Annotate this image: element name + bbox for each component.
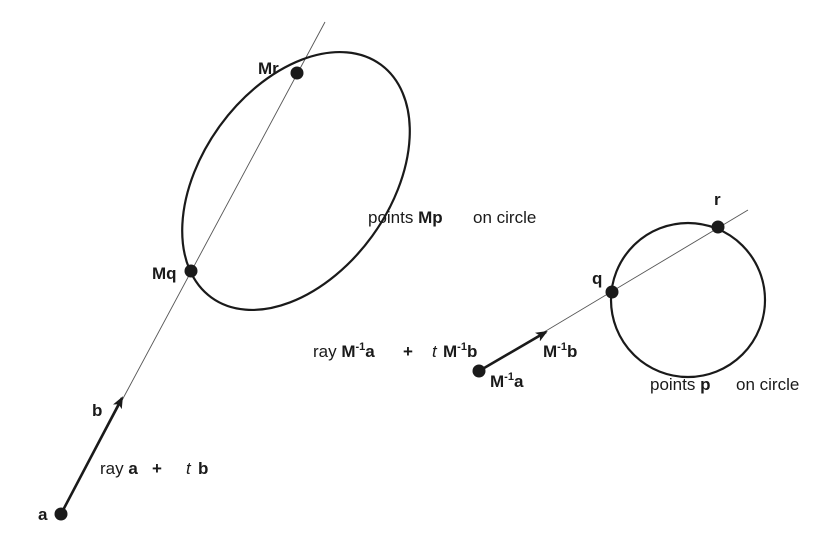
m-inv-a-label-sup: -1: [504, 371, 514, 383]
point-mq-dot: [184, 264, 198, 278]
circle-label-p: p: [700, 375, 710, 394]
ellipse-label-mp: Mp: [418, 208, 443, 227]
ellipse-label: points Mp on circle: [368, 208, 536, 227]
right-ray-label-sup2: -1: [457, 341, 467, 353]
point-a-label: a: [38, 505, 48, 524]
transformed-circle-ellipse: [181, 50, 411, 312]
left-ray-label-plus: +: [152, 459, 162, 478]
right-ray-label-b: b: [467, 342, 477, 361]
point-mr-label: Mr: [258, 59, 279, 78]
right-ray-label-plus: +: [403, 342, 413, 361]
m-inv-b-label-sup: -1: [557, 341, 567, 353]
ellipse-label-prefix: points: [368, 208, 418, 227]
ellipse-label-suffix: on circle: [473, 208, 536, 227]
vector-b-arrow: [59, 396, 124, 515]
m-inv-a-label: M-1a: [490, 371, 524, 391]
m-inv-b-label-b: b: [567, 342, 577, 361]
point-r-label: r: [714, 190, 721, 209]
right-ray-label-a: a: [365, 342, 375, 361]
m-inv-a-label-a: a: [514, 372, 524, 391]
right-ray-label-sup1: -1: [356, 341, 366, 353]
left-ray-label-prefix: ray: [100, 459, 128, 478]
circle-label-prefix: points: [650, 375, 700, 394]
point-mq-label: Mq: [152, 264, 177, 283]
unit-circle: [609, 221, 767, 379]
point-q-dot: [605, 285, 619, 299]
point-mr-dot: [290, 66, 304, 80]
vector-m-inv-b-arrow: [478, 330, 548, 373]
point-q-label: q: [592, 269, 602, 288]
m-inv-a-label-m: M: [490, 372, 504, 391]
right-ray-label-t: t: [432, 342, 438, 361]
m-inv-b-label: M-1b: [543, 341, 577, 361]
vector-b-label: b: [92, 401, 102, 420]
right-ray-label-m2: M: [443, 342, 457, 361]
point-a-dot: [54, 507, 68, 521]
left-ray-label-t: t: [186, 459, 192, 478]
point-m-inv-a-dot: [472, 364, 486, 378]
right-ray-label-m1: M: [341, 342, 355, 361]
left-ray-label-a: a: [128, 459, 138, 478]
circle-label: points p on circle: [650, 375, 799, 394]
m-inv-b-label-m: M: [543, 342, 557, 361]
circle-label-suffix: on circle: [736, 375, 799, 394]
right-ray-label-prefix: ray: [313, 342, 341, 361]
point-r-dot: [711, 220, 725, 234]
left-ray-label-b: b: [198, 459, 208, 478]
